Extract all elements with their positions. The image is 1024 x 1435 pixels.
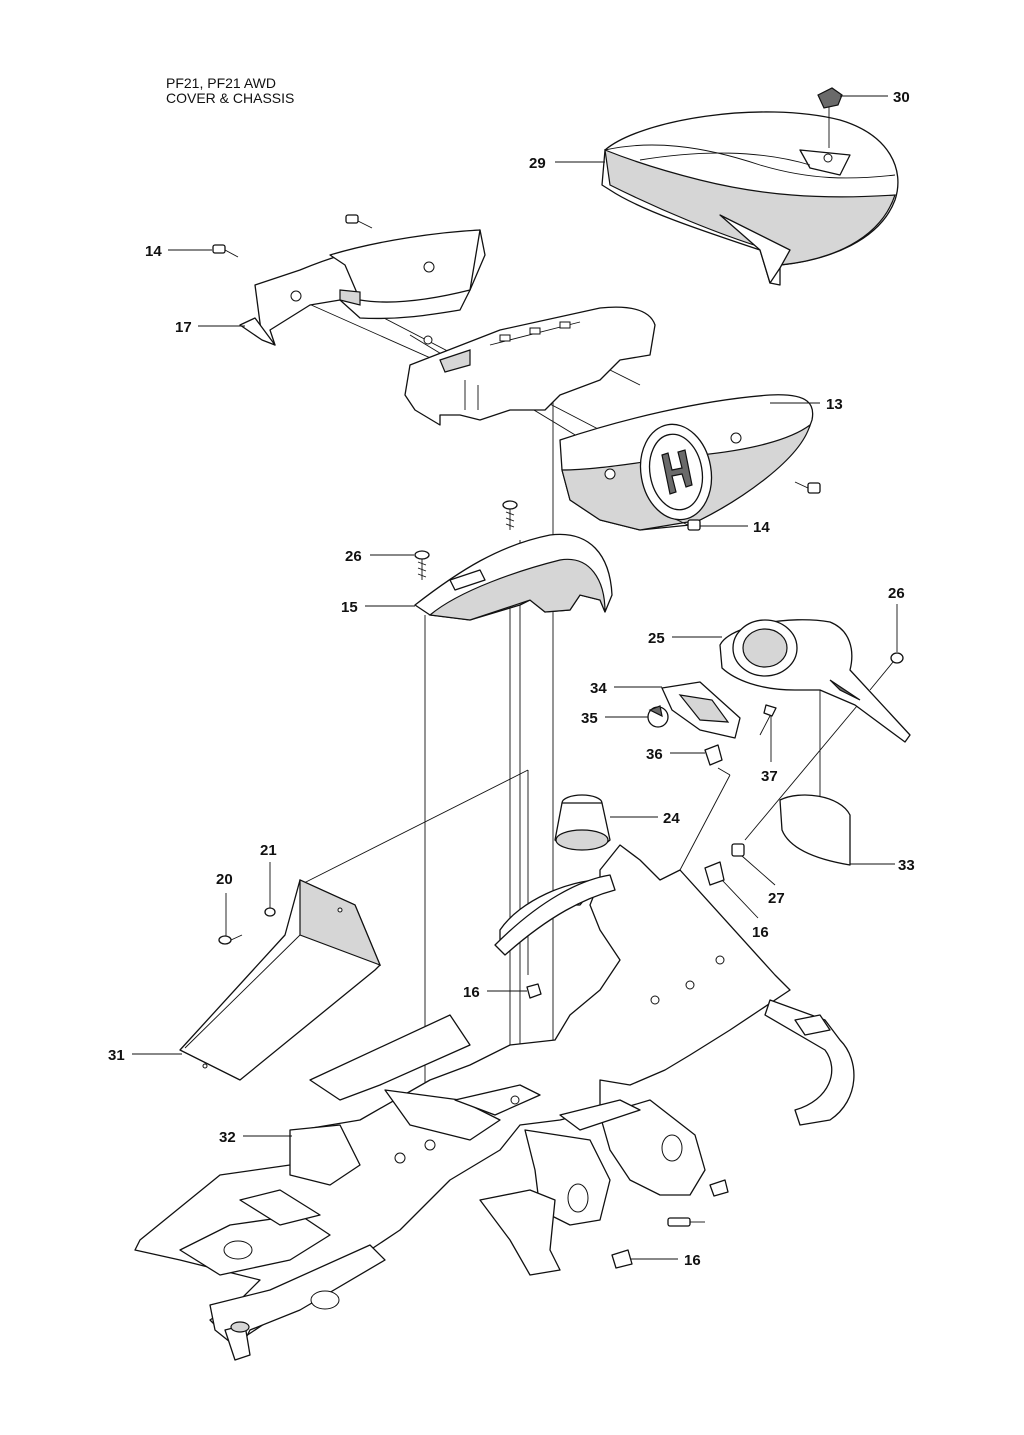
part-spacer-27 [731,843,745,857]
part-screw-26b [502,500,518,530]
part-clip-16-bottom [611,1179,729,1269]
part-control-housing [719,619,911,743]
part-pad-33 [779,794,851,866]
callout-24: 24 [663,810,680,827]
part-screw-26c [869,652,904,691]
part-clip-36 [704,744,723,766]
part-clip-16-right [704,861,725,886]
callout-37: 37 [761,768,778,785]
callout-34: 34 [590,680,607,697]
callout-26-left: 26 [345,548,362,565]
part-chassis-frame [134,844,791,1361]
part-front-cover [559,394,814,531]
callout-20: 20 [216,871,233,888]
part-knob [817,87,843,148]
callout-25: 25 [648,630,665,647]
part-screw-front-right [794,481,821,494]
part-screw-20 [218,934,243,945]
callout-30: 30 [893,89,910,106]
part-washer-21 [264,907,276,917]
part-screw-14c [674,518,701,531]
callout-16-right: 16 [752,924,769,941]
part-knob-35 [647,705,669,728]
part-left-side-panel [239,229,486,346]
part-steering-cover [414,533,613,621]
part-clip-16-center [526,983,542,999]
callout-16-center: 16 [463,984,480,1001]
part-dashboard-bracket [404,306,656,426]
callout-21: 21 [260,842,277,859]
callout-33: 33 [898,857,915,874]
callout-35: 35 [581,710,598,727]
callout-14-mid: 14 [753,519,770,536]
callout-31: 31 [108,1047,125,1064]
callout-26-right: 26 [888,585,905,602]
callouts: 30 29 14 17 13 14 26 15 26 25 34 35 [108,89,915,1269]
part-screw-14a [212,244,239,258]
diagram-title-section: COVER & CHASSIS [166,90,295,106]
callout-32: 32 [219,1129,236,1146]
part-screw-26a [414,550,430,580]
callout-17: 17 [175,319,192,336]
callout-29: 29 [529,155,546,172]
callout-27: 27 [768,890,785,907]
part-switch-bracket [661,681,741,739]
part-bolt-bottom-right [667,1217,705,1227]
part-screw-37 [759,704,777,736]
callout-15: 15 [341,599,358,616]
part-floor-panel [179,879,382,1081]
part-seat-cover [601,111,899,286]
callout-16-bottom: 16 [684,1252,701,1269]
callout-36: 36 [646,746,663,763]
part-seat-rail-tube [494,874,855,1126]
part-steering-grommet [554,794,611,851]
part-screw-14b [345,214,373,229]
callout-13: 13 [826,396,843,413]
diagram-title-model: PF21, PF21 AWD [166,75,276,91]
callout-14-top: 14 [145,243,162,260]
